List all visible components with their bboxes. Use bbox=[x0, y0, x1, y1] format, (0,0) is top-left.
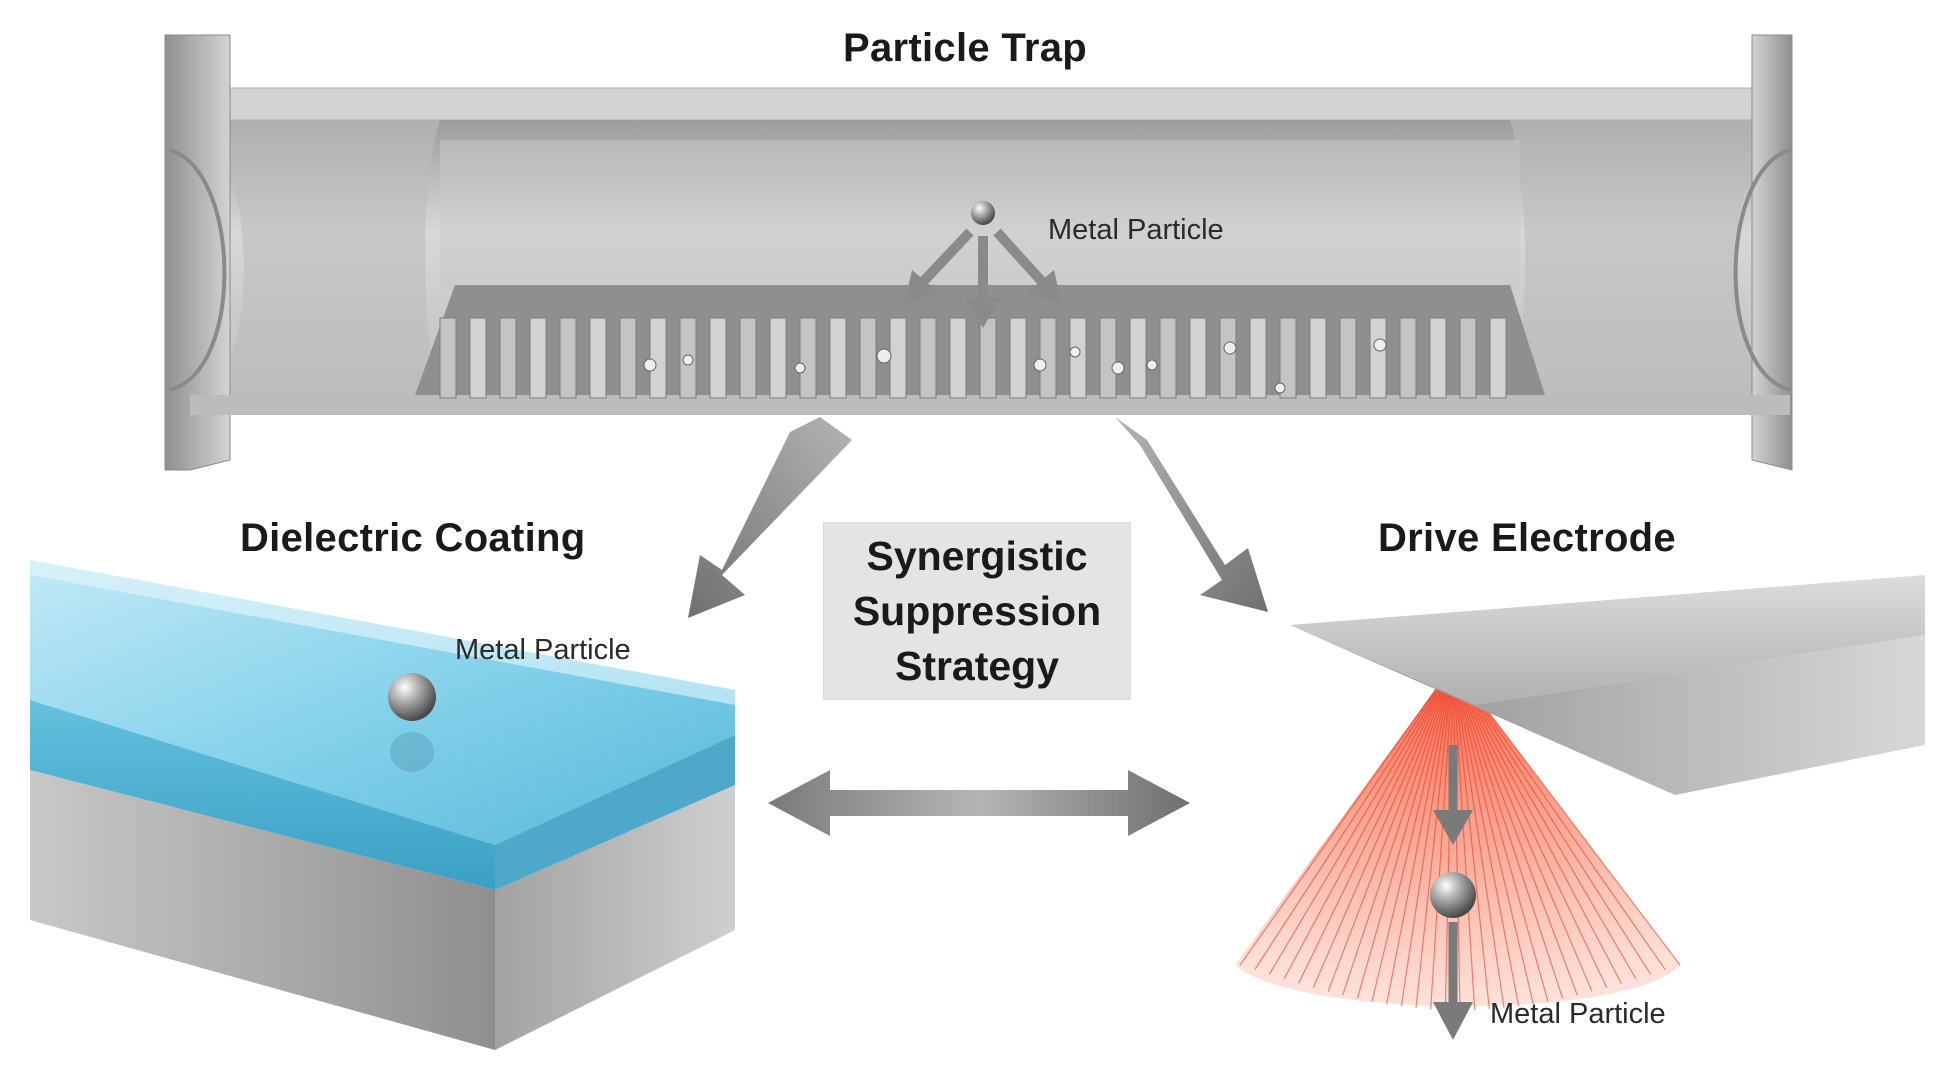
field-line bbox=[1452, 664, 1520, 1007]
comb-tooth bbox=[829, 317, 847, 399]
dielectric-coating-block bbox=[30, 560, 735, 1050]
trap-metal-particle bbox=[971, 201, 995, 225]
field-line bbox=[1268, 664, 1454, 975]
drive-electrode-title: Drive Electrode bbox=[1378, 516, 1676, 560]
comb-tooth bbox=[1459, 317, 1477, 399]
comb-tooth bbox=[919, 317, 937, 399]
trap-particle-label: Metal Particle bbox=[1048, 214, 1224, 246]
comb-tooth bbox=[499, 317, 517, 399]
comb-tooth bbox=[649, 317, 667, 399]
electrode-metal-particle bbox=[1430, 872, 1476, 918]
comb-tooth bbox=[1309, 317, 1327, 399]
comb-tooth bbox=[1099, 317, 1117, 399]
field-line bbox=[1452, 664, 1652, 975]
field-line bbox=[1452, 664, 1534, 1005]
comb-tooth bbox=[589, 317, 607, 399]
coating-metal-particle bbox=[388, 673, 436, 721]
double-arrow bbox=[768, 770, 1190, 836]
comb-tooth bbox=[949, 317, 967, 399]
trap-comb-teeth bbox=[439, 317, 1507, 399]
field-line bbox=[1452, 664, 1666, 971]
field-line bbox=[1312, 664, 1454, 988]
comb-tooth bbox=[1399, 317, 1417, 399]
comb-tooth bbox=[1219, 317, 1237, 399]
field-line bbox=[1298, 664, 1454, 984]
field-line bbox=[1356, 664, 1454, 999]
strategy-box: Synergistic Suppression Strategy bbox=[823, 522, 1131, 700]
field-line bbox=[1452, 664, 1608, 988]
field-line bbox=[1386, 664, 1454, 1005]
comb-tooth bbox=[559, 317, 577, 399]
field-line bbox=[1452, 664, 1637, 980]
comb-tooth bbox=[1249, 317, 1267, 399]
comb-tooth bbox=[529, 317, 547, 399]
comb-tooth bbox=[1339, 317, 1357, 399]
field-line bbox=[1452, 664, 1505, 1008]
field-line bbox=[1371, 664, 1454, 1002]
comb-tooth bbox=[1129, 317, 1147, 399]
comb-tooth bbox=[1009, 317, 1027, 399]
strategy-line-3: Strategy bbox=[894, 642, 1060, 689]
field-line bbox=[1239, 664, 1454, 966]
arrow-to-electrode bbox=[1115, 417, 1268, 612]
trap-scatter-arrows bbox=[916, 228, 1049, 305]
dielectric-coating-title: Dielectric Coating bbox=[240, 516, 586, 560]
drive-electrode bbox=[1235, 575, 1925, 1040]
comb-tooth bbox=[469, 317, 487, 399]
comb-tooth bbox=[769, 317, 787, 399]
comb-tooth bbox=[739, 317, 757, 399]
field-line bbox=[1430, 664, 1454, 1010]
field-line bbox=[1415, 664, 1454, 1008]
field-line bbox=[1452, 664, 1622, 984]
field-line bbox=[1452, 664, 1681, 966]
comb-tooth bbox=[1489, 317, 1507, 399]
electrode-particle-label: Metal Particle bbox=[1490, 998, 1666, 1030]
comb-tooth bbox=[709, 317, 727, 399]
field-line bbox=[1452, 664, 1593, 992]
field-line bbox=[1452, 664, 1476, 1010]
comb-tooth bbox=[889, 317, 907, 399]
field-line bbox=[1400, 664, 1454, 1007]
comb-tooth bbox=[439, 317, 457, 399]
comb-tooth bbox=[1039, 317, 1057, 399]
particle-trap-tube bbox=[164, 34, 1793, 471]
field-line bbox=[1283, 664, 1454, 980]
comb-tooth bbox=[619, 317, 637, 399]
comb-tooth bbox=[1369, 317, 1387, 399]
comb-tooth bbox=[859, 317, 877, 399]
field-line bbox=[1452, 664, 1549, 1002]
comb-tooth bbox=[1189, 317, 1207, 399]
field-line bbox=[1254, 664, 1454, 971]
field-line bbox=[1327, 664, 1454, 992]
field-line bbox=[1342, 664, 1454, 996]
field-line bbox=[1452, 664, 1578, 996]
comb-tooth bbox=[1069, 317, 1087, 399]
coating-particle-label: Metal Particle bbox=[455, 634, 631, 666]
strategy-line-2: Suppression bbox=[852, 587, 1102, 634]
field-line bbox=[1452, 664, 1490, 1010]
comb-tooth bbox=[1429, 317, 1447, 399]
strategy-line-1: Synergistic bbox=[866, 532, 1088, 579]
comb-tooth bbox=[1279, 317, 1297, 399]
particle-trap-title: Particle Trap bbox=[843, 26, 1088, 70]
arrow-to-coating bbox=[688, 417, 852, 618]
comb-tooth bbox=[979, 317, 997, 399]
comb-tooth bbox=[799, 317, 817, 399]
comb-tooth bbox=[1159, 317, 1177, 399]
field-line bbox=[1452, 664, 1564, 999]
